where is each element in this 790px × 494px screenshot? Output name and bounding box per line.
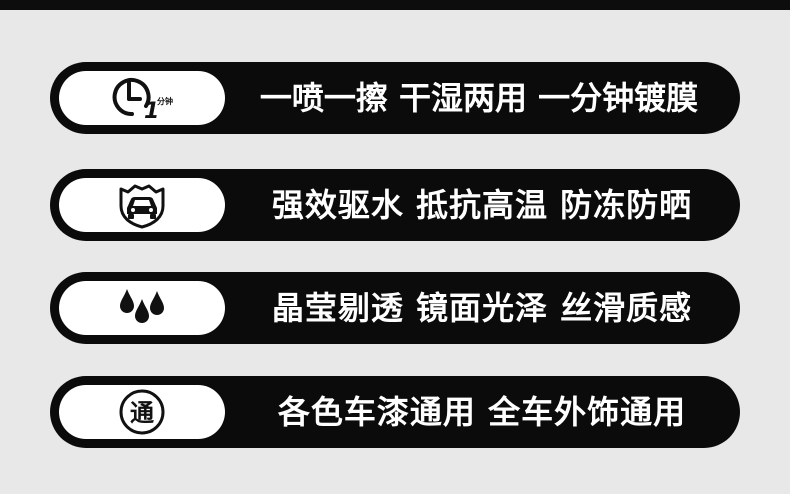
water-drops-icon <box>120 289 164 323</box>
car-shield-icon <box>119 184 165 229</box>
feature-text: 晶莹剔透 镜面光泽 丝滑质感 <box>271 289 693 327</box>
top-bar <box>0 0 790 10</box>
feature-text: 强效驱水 抵抗高温 防冻防晒 <box>271 186 693 224</box>
feature-row-one-minute: 1 分钟 一喷一擦 干湿两用 一分钟镀膜 <box>50 62 740 134</box>
feature-text: 各色车漆通用 全车外饰通用 <box>277 393 687 431</box>
universal-badge-label: 通 <box>130 399 154 427</box>
icon-pill <box>59 178 225 232</box>
feature-text: 一喷一擦 干湿两用 一分钟镀膜 <box>259 79 699 117</box>
clock-minute-label: 分钟 <box>157 96 173 106</box>
feature-row-water-repellent: 强效驱水 抵抗高温 防冻防晒 <box>50 169 740 241</box>
icon-pill <box>59 281 225 335</box>
clock-one-minute-icon: 1 分钟 <box>112 78 173 123</box>
feature-row-universal: 通 各色车漆通用 全车外饰通用 <box>50 376 740 448</box>
icon-pill: 1 分钟 <box>59 71 225 125</box>
feature-row-mirror-gloss: 晶莹剔透 镜面光泽 丝滑质感 <box>50 272 740 344</box>
icon-pill: 通 <box>59 385 225 439</box>
universal-badge-icon: 通 <box>119 389 165 435</box>
clock-digit: 1 <box>144 99 159 123</box>
